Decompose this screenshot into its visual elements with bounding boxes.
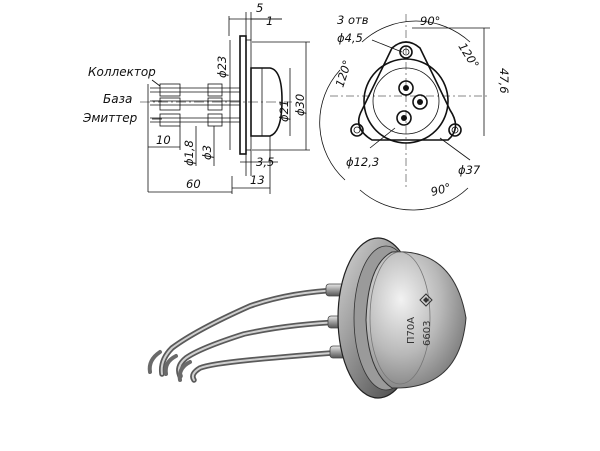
angle-90-bottom: 90° <box>429 180 452 199</box>
angle-120-left: 120° <box>333 58 355 89</box>
dim-lead-10: 10 <box>156 133 171 147</box>
dim-len-13: 13 <box>250 173 265 187</box>
transistor-photo: П70А 6603 <box>147 237 467 399</box>
dim-d18: ϕ1,8 <box>182 140 196 166</box>
dim-d37: ϕ37 <box>458 163 481 177</box>
dim-d45: ϕ4,5 <box>337 31 363 45</box>
photo-cap <box>365 251 467 389</box>
photo-logo <box>419 293 433 307</box>
dim-d476: 47,6 <box>497 68 511 94</box>
dim-holes: 3 отв <box>337 13 369 27</box>
emitter-label: Эмиттер <box>82 111 138 125</box>
photo-marking-1: П70А <box>406 317 417 344</box>
side-view: Коллектор База Эмиттер 5 1 ϕ23 ϕ21 ϕ30 1… <box>82 1 310 194</box>
side-body <box>250 67 283 137</box>
photo-leads <box>147 287 347 383</box>
dim-d23: ϕ23 <box>215 56 229 78</box>
angle-90-top: 90° <box>420 14 440 28</box>
dim-d123: ϕ12,3 <box>346 155 379 169</box>
base-label: База <box>103 92 132 106</box>
dim-len-60: 60 <box>186 177 201 191</box>
side-flange <box>239 35 247 155</box>
angle-120-right: 120° <box>455 40 482 71</box>
dim-d21: ϕ21 <box>277 100 291 122</box>
dim-top-5: 5 <box>256 1 263 15</box>
dim-top-1: 1 <box>266 14 273 28</box>
photo-marking-2: 6603 <box>422 321 433 346</box>
dim-35: 3,5 <box>256 155 274 169</box>
collector-label: Коллектор <box>88 65 156 79</box>
dim-d30: ϕ30 <box>293 94 307 116</box>
side-leads <box>147 83 240 127</box>
top-view: 47,6 3 отв ϕ4,5 90° 120° 120° ϕ12,3 ϕ37 … <box>319 13 511 211</box>
dim-d3: ϕ3 <box>200 145 214 160</box>
